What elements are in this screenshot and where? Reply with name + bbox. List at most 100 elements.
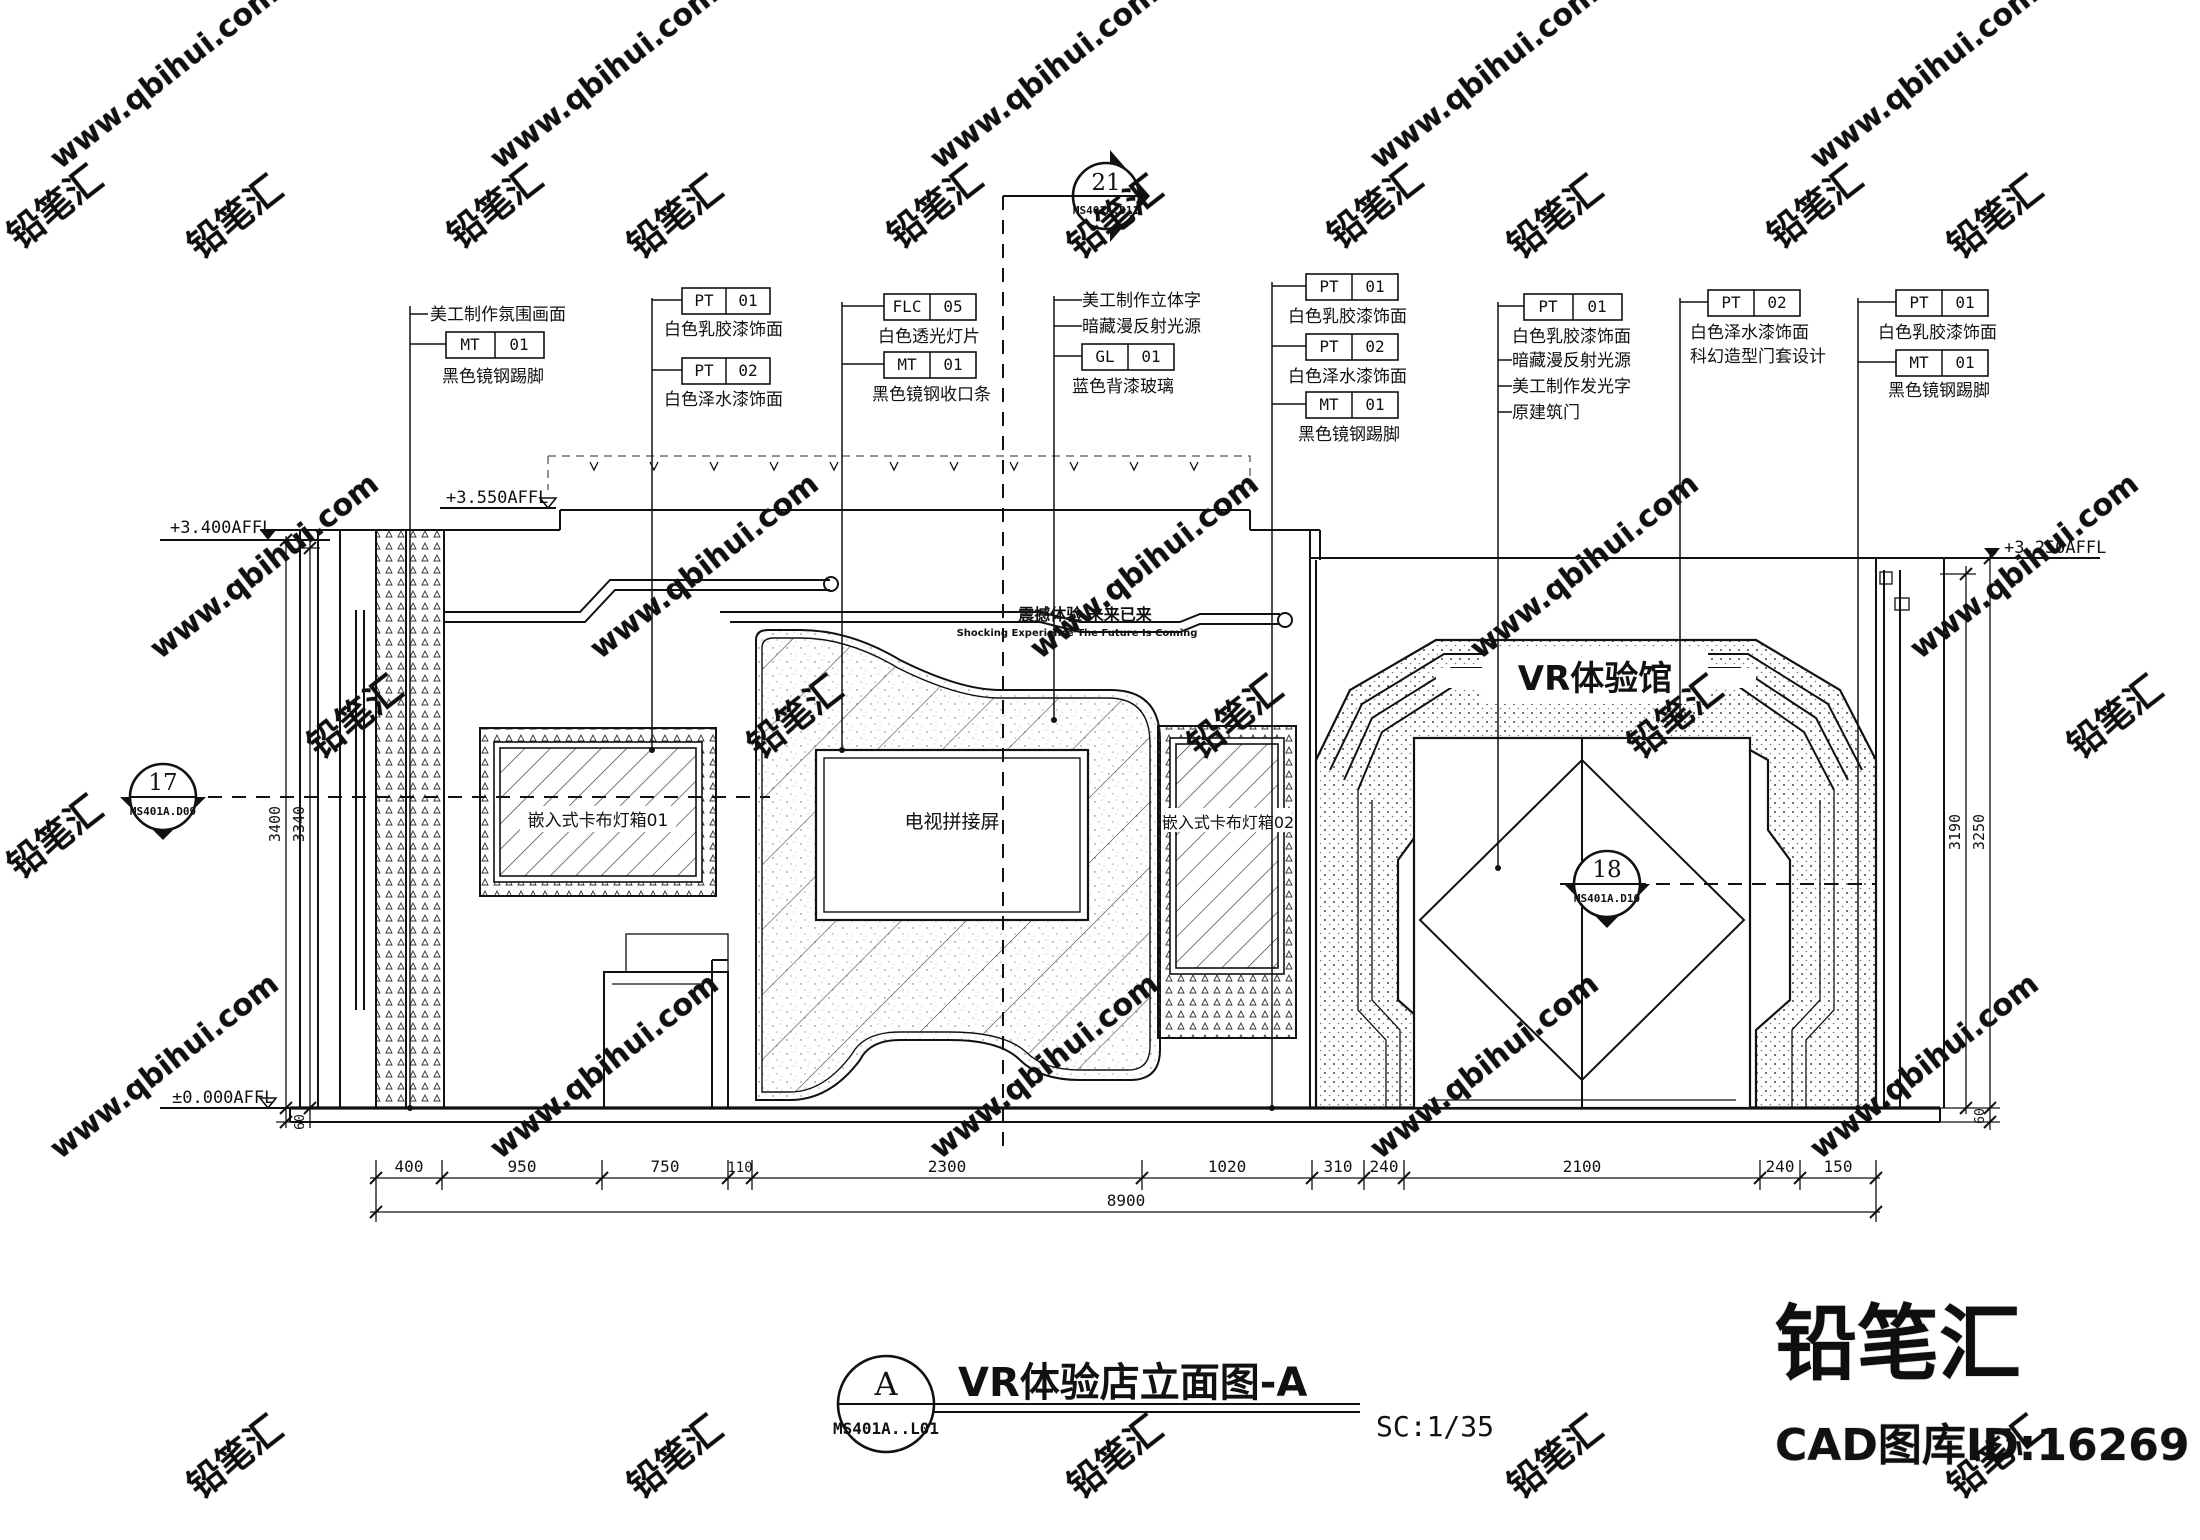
a7-tag1-num: 02 xyxy=(1767,293,1786,312)
dim-left-outer: 3400 xyxy=(266,806,284,842)
annotation-5: PT 01 白色乳胶漆饰面 PT 02 白色泽水漆饰面 MT 01 黑色镜钢踢脚 xyxy=(1269,273,1407,1111)
a1-line1: 美工制作氛围画面 xyxy=(430,305,566,325)
a2-tag2-num: 02 xyxy=(738,361,757,380)
a1-tag1-num: 01 xyxy=(509,335,528,354)
a8-tag1-num: 01 xyxy=(1955,293,1974,312)
light-box-1: 嵌入式卡布灯箱01 xyxy=(479,727,717,897)
watermark-brand: 铅笔汇 xyxy=(620,1408,730,1507)
watermark-url: www.qbihui.com xyxy=(1903,466,2145,666)
callout-18-ref: MS401A.D10 xyxy=(1574,892,1640,905)
watermark-brand: 铅笔汇 xyxy=(1940,168,2050,267)
annotation-1: 美工制作氛围画面 MT 01 黑色镜钢踢脚 xyxy=(407,305,566,1111)
dim-left-inner: 3340 xyxy=(290,806,308,842)
a3-tag1-code: FLC xyxy=(893,297,922,316)
a4-tag1-code: GL xyxy=(1095,347,1114,366)
watermark-url: www.qbihui.com xyxy=(43,0,285,176)
a5-line1: 白色乳胶漆饰面 xyxy=(1288,307,1407,327)
a4-line3: 蓝色背漆玻璃 xyxy=(1072,377,1174,397)
callout-21-number: 21 xyxy=(1091,170,1120,196)
callout-17-number: 17 xyxy=(148,770,177,796)
arch-portal: VR体验馆 xyxy=(1314,638,1878,1110)
drawing-title: VR体验店立面图-A xyxy=(958,1360,1307,1406)
light-box-1-label: 嵌入式卡布灯箱01 xyxy=(528,811,669,831)
dim-750: 750 xyxy=(651,1157,680,1176)
a2-tag1-num: 01 xyxy=(738,291,757,310)
watermark-brand: 铅笔汇 xyxy=(0,158,110,257)
dim-1020: 1020 xyxy=(1208,1157,1247,1176)
ceiling-downlights xyxy=(589,461,1199,472)
watermark-url: www.qbihui.com xyxy=(1803,0,2045,176)
side-cabinet xyxy=(603,933,729,1109)
watermark-brand: 铅笔汇 xyxy=(1060,1408,1170,1507)
a1-tag1-code: MT xyxy=(460,335,480,354)
light-box-2: 嵌入式卡布灯箱02 xyxy=(1157,725,1297,1039)
watermark-url: www.qbihui.com xyxy=(143,466,385,666)
a5-tag3-num: 01 xyxy=(1365,395,1384,414)
callout-18-number: 18 xyxy=(1592,857,1621,883)
callout-21-ref: MS401A.D11 xyxy=(1073,204,1140,217)
watermark-url: www.qbihui.com xyxy=(1363,0,1605,176)
a5-tag3-code: MT xyxy=(1319,395,1339,414)
a5-tag1-num: 01 xyxy=(1365,277,1384,296)
annotation-3: FLC 05 白色透光灯片 MT 01 黑色镜钢收口条 xyxy=(839,293,991,753)
dim-110: 110 xyxy=(727,1160,752,1176)
a2-line1: 白色乳胶漆饰面 xyxy=(664,320,783,340)
dim-right-base: 60 xyxy=(1973,1108,1988,1124)
a8-tag2-num: 01 xyxy=(1955,353,1974,372)
tv-label: 电视拼接屏 xyxy=(904,811,999,833)
title-block: A MS401A..L01 VR体验店立面图-A SC:1/35 xyxy=(833,1354,1494,1454)
a3-tag1-num: 05 xyxy=(943,297,962,316)
a1-line2: 黑色镜钢踢脚 xyxy=(442,367,544,387)
a5-line3: 黑色镜钢踢脚 xyxy=(1298,425,1400,445)
dim-right-outer: 3250 xyxy=(1970,814,1988,850)
dim-240-left: 240 xyxy=(1370,1157,1399,1176)
annotation-6: PT 01 白色乳胶漆饰面 暗藏漫反射光源 美工制作发光字 原建筑门 xyxy=(1495,293,1631,871)
a5-tag2-num: 02 xyxy=(1365,337,1384,356)
a4-tag1-num: 01 xyxy=(1141,347,1160,366)
a6-line4: 原建筑门 xyxy=(1512,403,1580,423)
watermark-brand: 铅笔汇 xyxy=(620,168,730,267)
watermark-url: www.qbihui.com xyxy=(923,0,1165,176)
a6-tag1-num: 01 xyxy=(1587,297,1606,316)
a6-line1: 白色乳胶漆饰面 xyxy=(1512,327,1631,347)
dim-right-inner: 3190 xyxy=(1946,814,1964,850)
a2-line2: 白色泽水漆饰面 xyxy=(664,390,783,410)
level-floor: ±0.000AFFL xyxy=(172,1088,274,1108)
a3-line2: 黑色镜钢收口条 xyxy=(872,385,991,405)
a8-tag2-code: MT xyxy=(1909,353,1929,372)
watermark-brand: 铅笔汇 xyxy=(1320,158,1430,257)
callout-18: 18 MS401A.D10 xyxy=(1564,849,1650,928)
watermark-url: www.qbihui.com xyxy=(483,0,725,176)
a5-tag2-code: PT xyxy=(1319,337,1339,356)
watermark-brand: 铅笔汇 xyxy=(2060,668,2170,767)
light-box-2-label: 嵌入式卡布灯箱02 xyxy=(1162,813,1294,832)
dimensions-bottom: 400 950 750 110 2300 1020 310 240 2100 2… xyxy=(369,1157,1883,1222)
slogan-en: Shocking Experience The Future Is Coming xyxy=(957,628,1198,639)
level-markers: +3.400AFFL +3.550AFFL +3.250AFFL ±0.000A… xyxy=(160,488,2106,1110)
annotation-7: PT 02 白色泽水漆饰面 科幻造型门套设计 xyxy=(1677,289,1826,719)
a7-tag1-code: PT xyxy=(1721,293,1741,312)
dimensions-left: 3400 3340 60 xyxy=(266,533,320,1130)
dim-left-base: 60 xyxy=(293,1114,308,1130)
annotation-8: PT 01 白色乳胶漆饰面 MT 01 黑色镜钢踢脚 xyxy=(1855,289,1997,1111)
a2-tag1-code: PT xyxy=(694,291,714,310)
callout-17-ref: MS401A.D09 xyxy=(130,805,196,818)
watermark-url: www.qbihui.com xyxy=(43,966,285,1166)
a6-line3: 美工制作发光字 xyxy=(1512,377,1631,397)
dim-950: 950 xyxy=(508,1157,537,1176)
watermark-url: www.qbihui.com xyxy=(1463,466,1705,666)
watermark-brand: 铅笔汇 xyxy=(1760,158,1870,257)
slogan-cn: 震撼体验 未来已来 xyxy=(1017,605,1153,624)
dim-total: 8900 xyxy=(1107,1191,1146,1210)
tv-wall: 电视拼接屏 震撼体验 未来已来 Shocking Experience The … xyxy=(755,605,1198,1101)
brand-id: CAD图库ID:16269 xyxy=(1775,1420,2189,1471)
level-soffit: +3.550AFFL xyxy=(446,488,548,508)
a8-line2: 黑色镜钢踢脚 xyxy=(1888,381,1990,401)
annotation-2: PT 01 白色乳胶漆饰面 PT 02 白色泽水漆饰面 xyxy=(649,287,783,753)
a4-line1: 美工制作立体字 xyxy=(1082,291,1201,311)
watermark-brand: 铅笔汇 xyxy=(440,158,550,257)
dim-400: 400 xyxy=(395,1157,424,1176)
brand-logo: 铅笔汇 xyxy=(1775,1297,2021,1392)
a5-tag1-code: PT xyxy=(1319,277,1339,296)
